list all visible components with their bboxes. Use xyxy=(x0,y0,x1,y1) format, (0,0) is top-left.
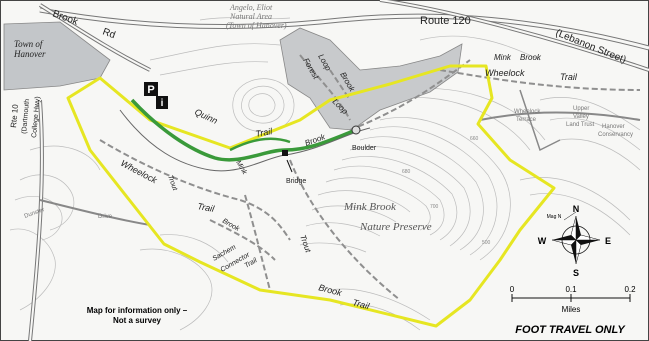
compass-e: E xyxy=(605,236,611,246)
scale-tick-1: 0.1 xyxy=(565,285,577,294)
label-bridge: Bridge xyxy=(286,178,306,185)
scale-unit: Miles xyxy=(562,305,581,314)
info-marker[interactable]: i xyxy=(156,96,168,109)
label-valley: Valley xyxy=(573,114,589,120)
label-preserve-2: Nature Preserve xyxy=(359,221,432,233)
scale-tick-0: 0 xyxy=(510,285,515,294)
mink-brook-trail-green[interactable] xyxy=(130,98,357,162)
mink-brook-trail-east xyxy=(439,69,641,91)
foot-travel-only: FOOT TRAVEL ONLY xyxy=(515,324,626,336)
label-mink-top: Mink xyxy=(494,53,512,62)
label-dartmouth: (Dartmouth xyxy=(21,99,31,135)
label-conservancy: Conservancy xyxy=(598,132,633,138)
label-preserve-1: Mink Brook xyxy=(343,201,397,213)
mink-brook-stream xyxy=(119,109,371,172)
compass-rose: N S E W Mag N xyxy=(538,204,611,278)
label-wheelock-top: Wheelock xyxy=(485,68,525,78)
label-college-hwy: College Hwy) xyxy=(31,96,42,138)
contour-lines xyxy=(9,17,641,331)
label-natural-area-1: Angelo, Eliot xyxy=(229,3,273,12)
label-route-120: Route 120 xyxy=(420,15,471,27)
compass-n: N xyxy=(573,204,580,214)
quinn-trail-green[interactable] xyxy=(229,137,291,152)
label-wheelock-terrace-2: Terrace xyxy=(516,117,537,123)
parking-label: P xyxy=(147,84,154,96)
label-upper: Upper xyxy=(573,106,589,112)
info-label: i xyxy=(161,98,164,109)
label-rte10: Rte 10 xyxy=(9,103,20,128)
forest-loop-trail xyxy=(299,54,351,121)
parking-marker[interactable]: P xyxy=(144,82,158,96)
scale-tick-2: 0.2 xyxy=(624,285,636,294)
disclaimer-line-1: Map for information only – xyxy=(87,306,188,315)
boulder-marker[interactable] xyxy=(351,125,361,135)
dashed-trails xyxy=(99,54,641,301)
label-trail-left: Trail xyxy=(197,201,216,214)
label-natural-area-2: Natural Area xyxy=(229,12,272,21)
label-land-trust: Land Trust xyxy=(566,122,595,128)
label-contour-500: 500 xyxy=(482,240,491,246)
label-brook-trail-2: Trail xyxy=(351,297,371,311)
label-rd: Rd xyxy=(101,26,117,41)
compass-s: S xyxy=(573,268,579,278)
label-contour-700: 700 xyxy=(430,204,439,210)
label-trail-mid: Trail xyxy=(255,126,274,139)
bridge-pointer xyxy=(286,159,293,173)
compass-w: W xyxy=(538,236,547,246)
scale-bar: 0 0.1 0.2 Miles xyxy=(510,285,636,314)
label-hanover-c: Hanover xyxy=(602,124,625,130)
label-trail-top: Trail xyxy=(560,72,578,82)
label-town-of: Town of xyxy=(14,39,44,49)
label-contour-680: 680 xyxy=(402,169,411,175)
label-natural-area-3: (Town of Hanover) xyxy=(226,21,287,30)
trout-brook-connector xyxy=(244,194,271,291)
dunster-drive xyxy=(39,199,151,226)
label-hanover: Hanover xyxy=(13,49,46,59)
bridge-marker[interactable] xyxy=(282,150,288,156)
preserve-boundary xyxy=(66,64,556,328)
label-wheelock-terrace-1: Wheelock xyxy=(514,109,541,115)
label-mag-n: Mag N xyxy=(547,214,562,220)
label-drive: Drive xyxy=(98,214,113,220)
trout-brook-trail xyxy=(289,159,401,301)
label-brook-top: Brook xyxy=(520,53,542,62)
label-contour-660: 660 xyxy=(470,136,479,142)
label-boulder: Boulder xyxy=(352,145,377,152)
roads xyxy=(28,0,649,341)
disclaimer-line-2: Not a survey xyxy=(113,316,162,325)
